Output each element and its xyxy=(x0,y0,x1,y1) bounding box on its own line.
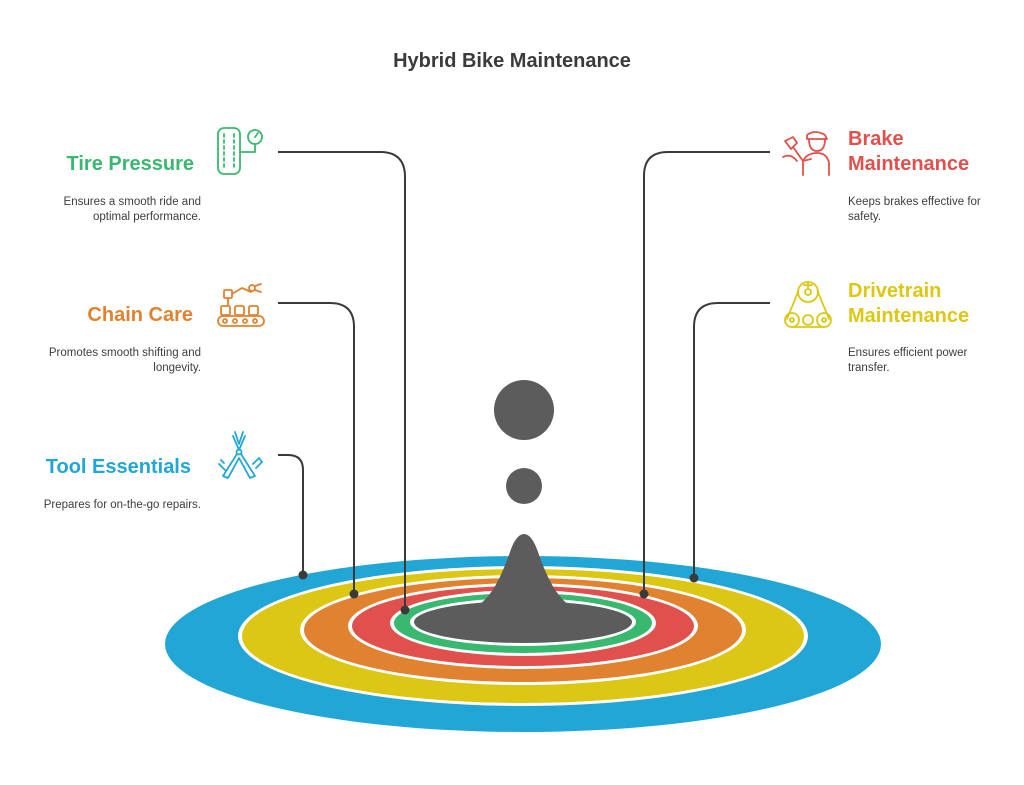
tool-essentials-title: Tool Essentials xyxy=(45,456,191,478)
splash-peak xyxy=(462,534,586,612)
tire-gauge-icon xyxy=(217,127,263,175)
multitool-icon xyxy=(218,431,263,479)
chain-care-title: Chain Care xyxy=(87,304,193,326)
tire-pressure-title: Tire Pressure xyxy=(66,153,195,175)
connector-drivetrain xyxy=(693,302,770,578)
mechanic-icon xyxy=(782,131,830,176)
diagram-title: Hybrid Bike Maintenance xyxy=(393,50,631,72)
tool-essentials-desc: Prepares for on-the-go repairs. xyxy=(43,499,201,511)
pulley-gear-icon xyxy=(784,281,832,328)
connector-chain xyxy=(278,302,355,594)
connector-brake xyxy=(643,151,770,594)
connector-tool xyxy=(278,454,304,575)
droplet-large xyxy=(494,380,554,440)
connector-tire xyxy=(278,151,406,610)
droplet-small xyxy=(506,468,542,504)
chain-conveyor-icon xyxy=(217,283,265,327)
